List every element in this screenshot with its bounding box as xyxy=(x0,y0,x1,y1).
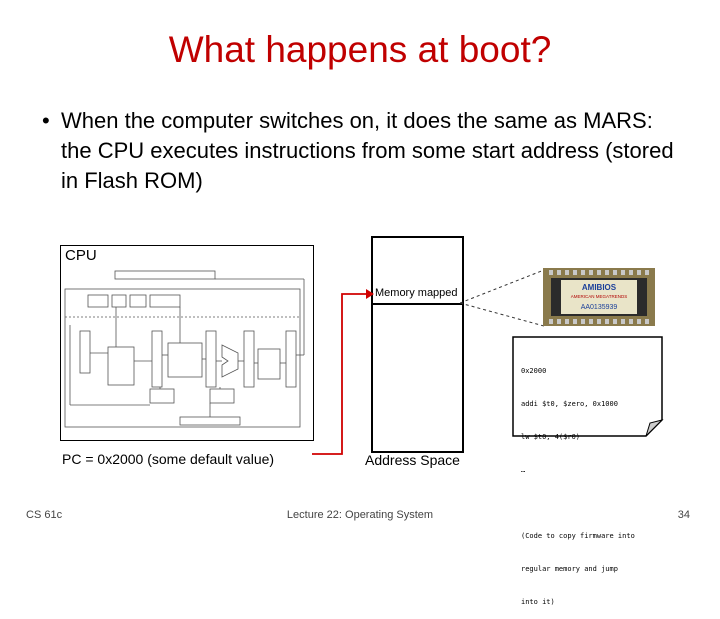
bullet-marker: • xyxy=(42,108,50,133)
memory-mapped-label: Memory mapped xyxy=(375,287,458,299)
code-line: … xyxy=(521,466,526,474)
address-space-label: Address Space xyxy=(365,452,460,468)
bullet-text: When the computer switches on, it does t… xyxy=(61,108,674,193)
code-line: 0x2000 xyxy=(521,367,547,375)
cpu-datapath-diagram xyxy=(64,270,305,428)
address-space-divider xyxy=(371,303,462,305)
chip-brand: AMIBIOS xyxy=(582,283,617,292)
code-comment-line: (Code to copy firmware into xyxy=(521,532,635,540)
dashed-connector-lines xyxy=(460,269,545,327)
footer-course: CS 61c xyxy=(26,509,63,521)
code-line: addi $t0, $zero, 0x1000 xyxy=(521,400,618,408)
pc-label: PC = 0x2000 (some default value) xyxy=(62,451,275,467)
cpu-label: CPU xyxy=(65,247,97,264)
chip-line2: AA0135939 xyxy=(581,304,618,311)
code-comment-line: regular memory and jump xyxy=(521,565,618,573)
bios-chip-image: AMIBIOS AMERICAN MEGATRENDS AA0135939 xyxy=(543,268,655,326)
cpu-to-memory-arrow xyxy=(312,289,374,455)
code-spacer xyxy=(521,498,661,509)
slide-title: What happens at boot? xyxy=(168,29,552,70)
code-line: lw $t0, 4($r0) xyxy=(521,433,581,441)
code-comment-line: into it) xyxy=(521,598,555,606)
address-space-box xyxy=(371,236,464,453)
footer-lecture-title: Lecture 22: Operating System xyxy=(286,509,434,521)
footer-page-number: 34 xyxy=(677,509,690,521)
code-note-card xyxy=(512,336,664,437)
code-note-text: 0x2000 addi $t0, $zero, 0x1000 lw $t0, 4… xyxy=(521,344,661,619)
chip-line1: AMERICAN MEGATRENDS xyxy=(571,294,627,299)
